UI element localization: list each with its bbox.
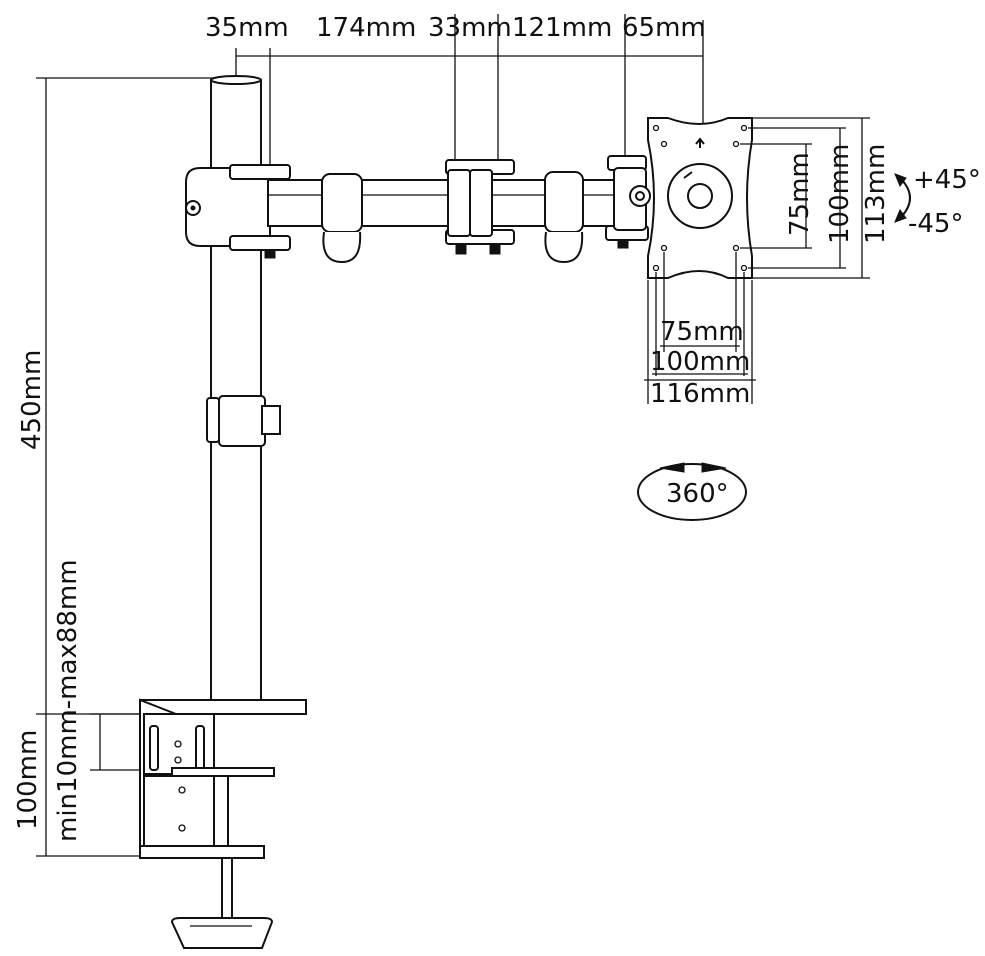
dim-vesa-v-75mm: 75mm bbox=[785, 152, 815, 236]
tilt-down-label: -45° bbox=[908, 209, 963, 239]
swivel-rotation-icon bbox=[637, 462, 747, 521]
dim-vesa-h-100mm: 100mm bbox=[650, 347, 750, 377]
dim-top-35mm: 35mm bbox=[205, 13, 289, 43]
pole-clip bbox=[206, 395, 281, 447]
dim-top-33mm: 33mm bbox=[428, 13, 512, 43]
top-dimension-lines bbox=[235, 14, 704, 170]
arm-segment-2 bbox=[491, 171, 619, 264]
vesa-vertical-dimensions bbox=[740, 117, 870, 279]
dim-top-65mm: 65mm bbox=[622, 13, 706, 43]
dim-clamp-height: 100mm bbox=[13, 730, 43, 830]
dim-clamp-range: min10mm-max88mm bbox=[53, 559, 83, 842]
vesa-plate bbox=[647, 117, 753, 279]
arm-segment-1 bbox=[267, 173, 459, 264]
dim-vesa-v-100mm: 100mm bbox=[825, 144, 855, 244]
dim-top-174mm: 174mm bbox=[316, 13, 416, 43]
dim-vesa-v-113mm: 113mm bbox=[861, 144, 891, 244]
tilt-up-label: +45° bbox=[913, 165, 981, 195]
dim-vesa-h-75mm: 75mm bbox=[660, 317, 744, 347]
arm-pole-collar bbox=[185, 164, 291, 259]
tilt-head bbox=[605, 155, 651, 249]
swivel-label: 360° bbox=[666, 479, 729, 509]
dim-top-121mm: 121mm bbox=[512, 13, 612, 43]
desk-clamp bbox=[139, 698, 307, 949]
tilt-arrow-icon bbox=[894, 173, 911, 223]
dim-vesa-h-116mm: 116mm bbox=[650, 379, 750, 409]
arm-elbow bbox=[445, 159, 515, 255]
vesa-horizontal-dimensions bbox=[644, 252, 756, 404]
dim-pole-height: 450mm bbox=[17, 350, 47, 450]
